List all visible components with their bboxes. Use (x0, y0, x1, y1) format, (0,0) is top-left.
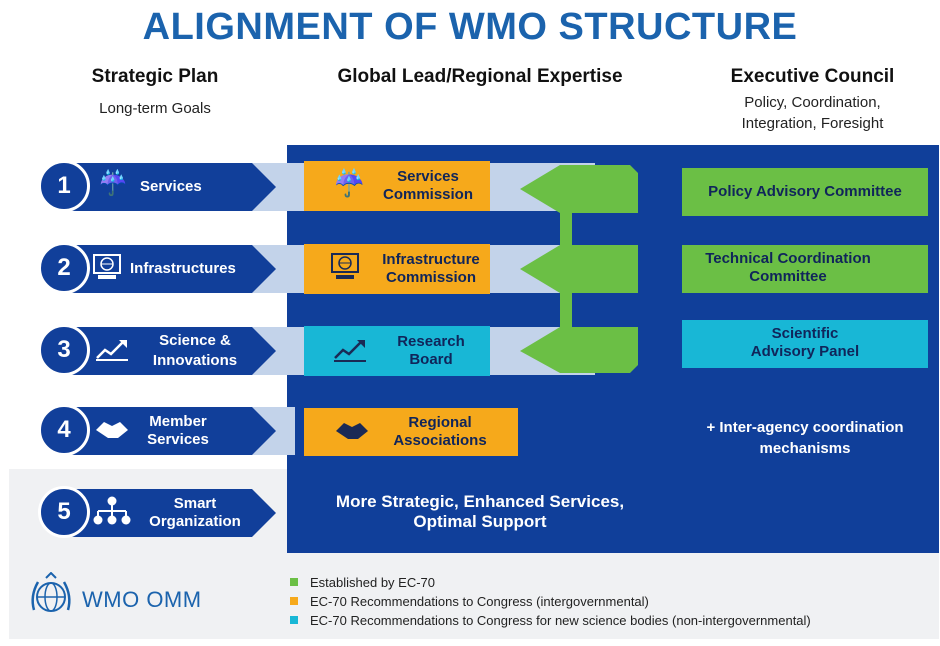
legend-swatch-green (290, 578, 298, 586)
trend-chart-icon (95, 336, 129, 367)
goal-arrow-5 (252, 489, 276, 537)
footer-background (9, 553, 939, 639)
legend: Established by EC-70 EC-70 Recommendatio… (290, 573, 811, 630)
strategic-plan-heading: Strategic Plan (91, 66, 219, 87)
legend-label-orange: EC-70 Recommendations to Congress (inter… (310, 594, 649, 609)
goal-arrow-4 (252, 407, 276, 455)
infrastructure-commission-line1: Infrastructure (382, 251, 480, 268)
regional-associations-line2: Associations (393, 432, 487, 449)
inter-agency-line1: + Inter-agency coordination (706, 419, 904, 436)
research-board-line2: Board (409, 351, 453, 368)
legend-swatch-orange (290, 597, 298, 605)
research-board-line1: Research (397, 333, 465, 350)
services-commission-box[interactable] (304, 161, 490, 211)
executive-council-sub-line1: Policy, Coordination, (744, 94, 881, 111)
goal-arrow-1 (252, 163, 276, 211)
goal-number-2: 2 (38, 242, 90, 294)
goal-label-4-line2: Services (147, 431, 209, 448)
trend-chart-icon (333, 336, 367, 369)
goal-label-2: Infrastructures (130, 260, 236, 277)
services-commission-line2: Commission (382, 186, 473, 203)
computer-globe-icon (92, 253, 122, 286)
council-connector-bracket (520, 165, 638, 373)
goal-arrow-3 (252, 327, 276, 375)
goal-label-4-line1: Member (149, 413, 207, 430)
goal-number-3: 3 (38, 324, 90, 376)
goal-label-3-line2: Innovations (152, 352, 238, 369)
legend-item-green: Established by EC-70 (290, 573, 811, 592)
regional-associations-line1: Regional (408, 414, 472, 431)
goal-label-3-line1: Science & (159, 332, 231, 349)
goal-label-5-line2: Organization (149, 513, 241, 530)
research-board-box[interactable] (304, 326, 490, 376)
goal-arrow-2 (252, 245, 276, 293)
goal-label-5-line1: Smart (173, 495, 217, 512)
page-title: ALIGNMENT OF WMO STRUCTURE (142, 6, 798, 48)
policy-advisory-committee-box[interactable]: Policy Advisory Committee (682, 168, 928, 216)
goal-number-5: 5 (38, 486, 90, 538)
scientific-advisory-line1: Scientific (771, 325, 839, 342)
cloud-weather-icon: ☔ (98, 170, 128, 197)
policy-advisory-committee-label: Policy Advisory Committee (708, 183, 902, 200)
global-lead-heading: Global Lead/Regional Expertise (337, 66, 623, 87)
scientific-advisory-panel-box[interactable] (682, 320, 928, 368)
strategic-plan-subheading: Long-term Goals (99, 100, 211, 117)
handshake-icon (334, 419, 370, 448)
org-chart-icon (92, 496, 132, 531)
goal-number-4: 4 (38, 404, 90, 456)
inter-agency-line2: mechanisms (759, 440, 851, 457)
bottom-statement-line2: Optimal Support (413, 512, 547, 531)
legend-swatch-cyan (290, 616, 298, 624)
technical-coordination-line2: Committee (749, 268, 827, 285)
legend-label-green: Established by EC-70 (310, 575, 436, 590)
handshake-icon (94, 418, 130, 445)
infrastructure-commission-box[interactable] (304, 244, 490, 294)
executive-council-sub-line2: Integration, Foresight (741, 115, 884, 132)
computer-globe-icon (330, 252, 360, 287)
goal-number-1: 1 (38, 160, 90, 212)
executive-council-heading: Executive Council (730, 66, 895, 87)
goal-label-1: Services (140, 178, 202, 195)
wmo-emblem-icon (26, 571, 76, 627)
legend-item-cyan: EC-70 Recommendations to Congress for ne… (290, 611, 811, 630)
bottom-statement-line1: More Strategic, Enhanced Services, (335, 492, 625, 511)
scientific-advisory-line2: Advisory Panel (750, 343, 860, 360)
legend-label-cyan: EC-70 Recommendations to Congress for ne… (310, 613, 811, 628)
services-commission-line1: Services (397, 168, 459, 185)
technical-coordination-line1: Technical Coordination (705, 250, 871, 267)
wmo-logo-text: WMO OMM (82, 587, 202, 612)
technical-coordination-committee-box[interactable] (682, 245, 928, 293)
legend-item-orange: EC-70 Recommendations to Congress (inter… (290, 592, 811, 611)
infrastructure-commission-line2: Commission (385, 269, 476, 286)
cloud-weather-icon: ☔ (333, 168, 366, 198)
